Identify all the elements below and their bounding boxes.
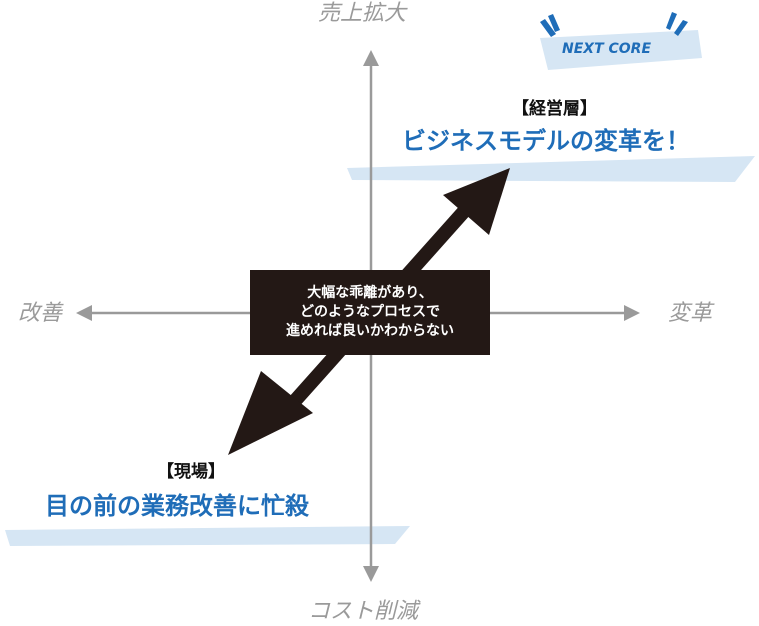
axis-label-transformation: 変革 <box>668 301 713 326</box>
management-headline: ビジネスモデルの変革を！ <box>402 127 690 155</box>
gap-message-line-2: どのようなプロセスで <box>300 304 440 321</box>
logo-band <box>540 30 702 70</box>
axis-label-improvement: 改善 <box>18 301 63 326</box>
logo-spark-icon <box>540 12 688 37</box>
management-tag: 【経営層】 <box>512 99 597 119</box>
axis-label-sales-expansion: 売上拡大 <box>318 1 407 26</box>
next-core-logo: NEXT CORE <box>562 41 652 57</box>
axis-label-cost-reduction: コスト削減 <box>308 599 419 624</box>
field-tag: 【現場】 <box>157 462 225 482</box>
gap-message-line-1: 大幅な乖離があり、 <box>307 285 433 302</box>
field-headline: 目の前の業務改善に忙殺 <box>45 492 309 520</box>
field-highlight-band <box>5 526 410 546</box>
gap-message-line-3: 進めれば良いかわからない <box>286 322 454 339</box>
gap-message-box: 大幅な乖離があり、 どのようなプロセスで 進めれば良いかわからない <box>250 270 490 355</box>
management-highlight-band <box>347 156 755 182</box>
